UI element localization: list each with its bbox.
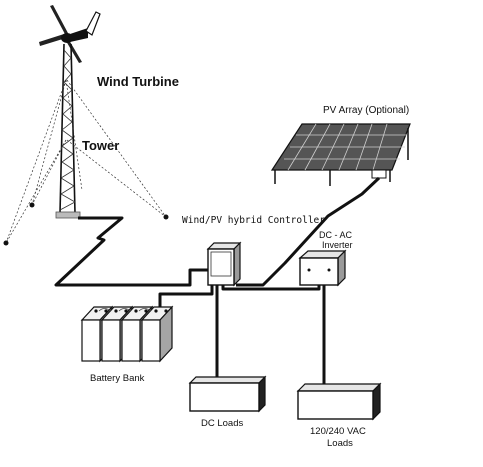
dc-ac-inverter	[298, 249, 347, 287]
controller-label: Wind/PV hybrid Controller	[182, 215, 325, 226]
battery-bank	[80, 305, 174, 363]
hybrid-controller	[206, 241, 242, 287]
inverter-label-line2: Inverter	[322, 240, 353, 250]
pv-array-label: PV Array (Optional)	[323, 105, 409, 116]
tower	[3, 43, 169, 246]
dc-loads-label: DC Loads	[201, 418, 243, 429]
battery-bank-label: Battery Bank	[90, 373, 145, 384]
system-wiring	[54, 176, 381, 384]
wind-turbine	[39, 5, 101, 63]
ac-loads	[296, 382, 382, 421]
pv-array	[270, 123, 411, 186]
wind-turbine-label: Wind Turbine	[97, 74, 179, 89]
dc-loads	[188, 375, 267, 413]
ac-loads-label-line1: 120/240 VAC	[310, 426, 366, 437]
inverter-label-line1: DC - AC	[319, 230, 353, 240]
tower-label: Tower	[82, 138, 119, 153]
ac-loads-label-line2: Loads	[327, 438, 353, 449]
